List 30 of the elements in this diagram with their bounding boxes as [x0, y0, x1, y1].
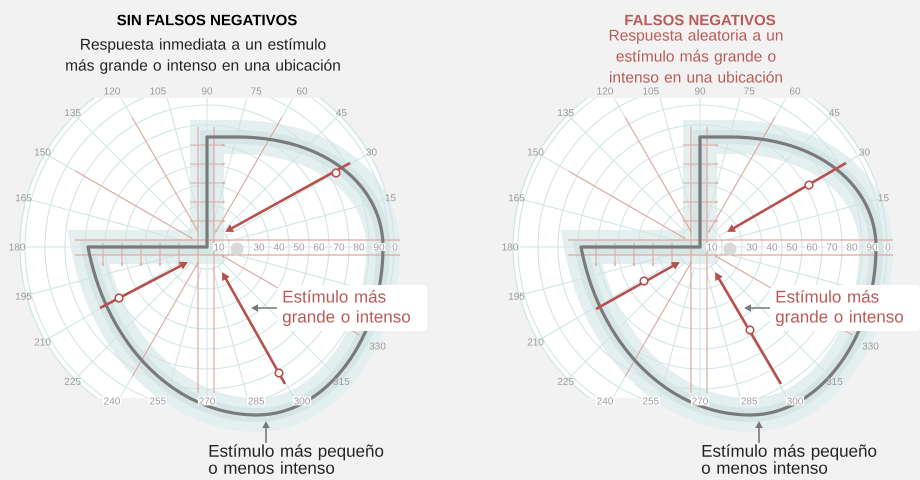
angle-label: 90 [694, 87, 706, 95]
angle-label: 195 [508, 292, 524, 300]
panel-subtitle: Respuesta aleatoria a un estímulo más grande o intenso en una ubicación [610, 29, 782, 83]
angle-label: 210 [34, 338, 50, 346]
angle-label: 180 [9, 243, 25, 251]
angle-label: 195 [16, 292, 32, 300]
callout-text: Estímulo más pequeño o menos intenso [208, 444, 384, 474]
angle-label: 180 [502, 243, 518, 251]
angle-label: 75 [744, 88, 754, 94]
panel-subtitle: Respuesta inmediata a un estímulo más grande o intenso en una ubicación [66, 38, 340, 74]
angle-label: 45 [829, 109, 840, 116]
angle-label: 60 [296, 87, 308, 95]
angle-label: 150 [34, 148, 50, 156]
angle-label: 60 [790, 87, 800, 95]
angle-label: 135 [65, 109, 81, 116]
angle-label: 75 [251, 88, 262, 94]
angle-label: 105 [150, 87, 166, 95]
angle-label: 120 [597, 87, 613, 95]
angle-label: 90 [202, 87, 212, 95]
angle-label: 210 [528, 338, 544, 346]
angle-label: 165 [508, 194, 524, 202]
panel-heading: FALSOS NEGATIVOS [625, 14, 776, 26]
angle-label: 150 [528, 148, 544, 156]
angle-label: 165 [16, 194, 32, 202]
angle-label: 135 [558, 109, 574, 116]
callout-text: Estímulo más pequeño o menos intenso [702, 444, 876, 474]
angle-label: 45 [336, 109, 347, 116]
angle-label: 120 [104, 87, 120, 95]
angle-label: 105 [643, 87, 659, 95]
panel-heading: SIN FALSOS NEGATIVOS [117, 14, 297, 26]
